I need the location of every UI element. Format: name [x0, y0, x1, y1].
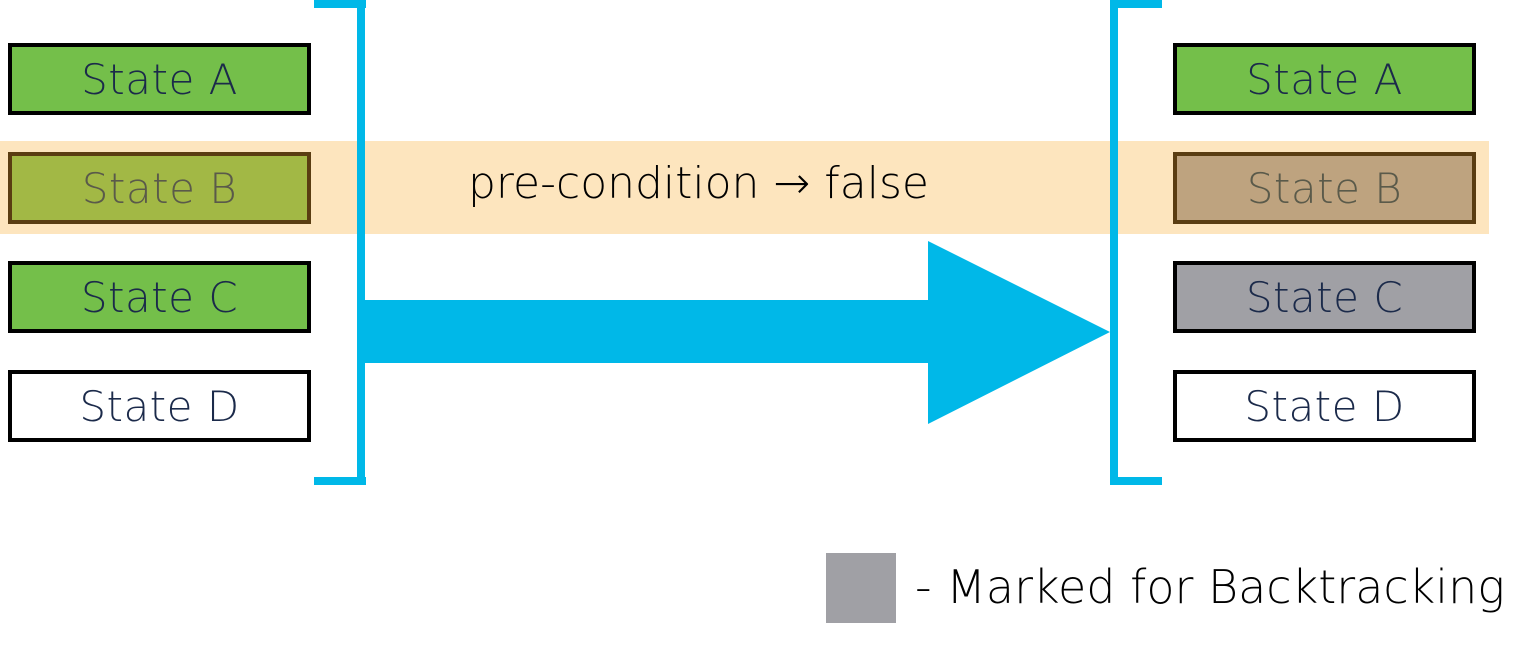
left-bracket-top	[314, 0, 366, 8]
right-bracket-top	[1110, 0, 1162, 8]
right-bracket-bottom	[1110, 477, 1162, 485]
left-state-b: State B	[8, 152, 311, 224]
left-state-d: State D	[8, 370, 311, 442]
transition-arrow-shape	[365, 241, 1110, 424]
right-bracket-vertical	[1110, 0, 1118, 485]
left-state-a: State A	[8, 43, 311, 115]
left-state-c: State C	[8, 261, 311, 333]
right-state-d: State D	[1173, 370, 1476, 442]
precondition-label: pre-condition → false	[468, 158, 929, 209]
left-bracket-bottom	[314, 477, 366, 485]
left-bracket-vertical	[357, 0, 365, 485]
right-state-a: State A	[1173, 43, 1476, 115]
right-state-c: State C	[1173, 261, 1476, 333]
legend-text: - Marked for Backtracking	[915, 560, 1505, 614]
legend-marked-swatch	[826, 553, 896, 623]
right-state-b: State B	[1173, 152, 1476, 224]
